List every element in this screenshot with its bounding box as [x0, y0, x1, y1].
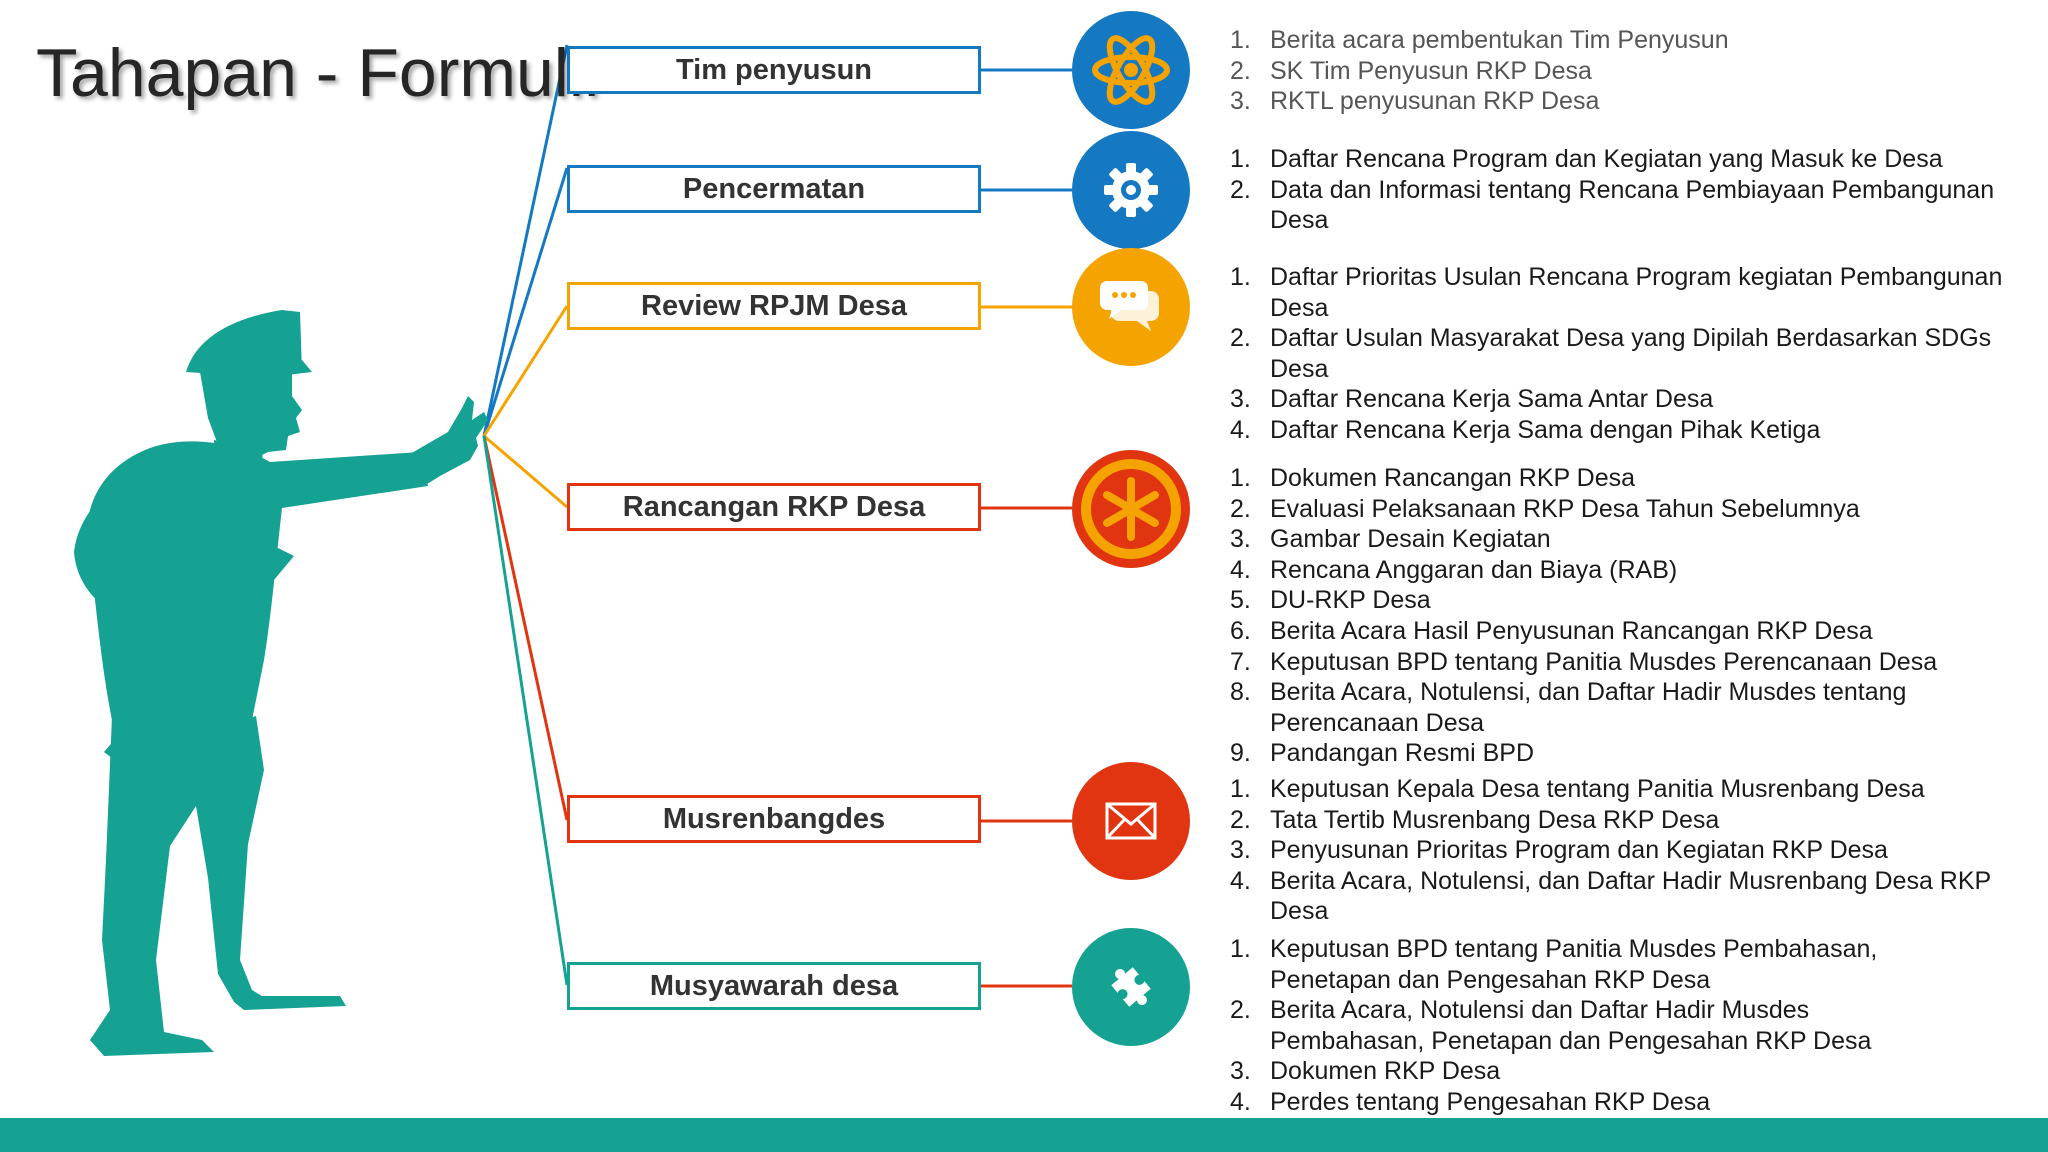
list-item: 2.Berita Acara, Notulensi dan Daftar Had… — [1230, 996, 1872, 1055]
connector-line-musyawarah — [482, 435, 569, 986]
stage-label: Pencermatan — [682, 172, 866, 205]
list-item: 3.Penyusunan Prioritas Program dan Kegia… — [1230, 836, 1888, 865]
stage-label: Rancangan RKP Desa — [622, 490, 926, 523]
list-item: 4.Rencana Anggaran dan Biaya (RAB) — [1230, 555, 1678, 584]
connector-line-tim-penyusun — [482, 44, 569, 437]
gear-icon — [1104, 163, 1158, 217]
connector-line-rancangan-rkp — [483, 434, 568, 509]
stage-label: Musyawarah desa — [649, 969, 899, 1002]
list-item: 2.Tata Tertib Musrenbang Desa RKP Desa — [1230, 805, 1720, 834]
chat-bubbles-icon — [1100, 281, 1159, 331]
stage-box-review-rpjm: Review RPJM Desa — [567, 282, 981, 330]
connector-line-review-rpjm — [482, 305, 569, 437]
stage-box-musyawarah-desa: Musyawarah desa — [567, 962, 981, 1010]
list-item: 2.SK Tim Penyusun RKP Desa — [1230, 56, 1592, 85]
stage-icon-circle-5 — [1072, 762, 1190, 880]
slide-title: Tahapan - Formulir — [36, 35, 607, 111]
stage-label: Tim penyusun — [675, 53, 873, 86]
list-item: 1.Daftar Rencana Program dan Kegiatan ya… — [1230, 145, 1943, 173]
bottom-accent-bar — [0, 1118, 2048, 1152]
list-item: 9.Pandangan Resmi BPD — [1230, 739, 1535, 768]
list-item: 3.Daftar Rencana Kerja Sama Antar Desa — [1230, 385, 1714, 414]
list-item: 6.Berita Acara Hasil Penyusunan Rancanga… — [1230, 616, 1873, 645]
stage-box-rancangan-rkp: Rancangan RKP Desa — [567, 483, 981, 531]
stage-items-musrenbangdes: 1.Keputusan Kepala Desa tentang Panitia … — [1230, 774, 2020, 927]
stage-icon-circle-3 — [1072, 248, 1190, 366]
stage-icon-circle-1 — [1072, 11, 1190, 129]
stage-items-pencermatan: 1.Daftar Rencana Program dan Kegiatan ya… — [1230, 144, 2020, 236]
stage-items-review-rpjm: 1.Daftar Prioritas Usulan Rencana Progra… — [1230, 262, 2020, 446]
list-item: 1.Berita acara pembentukan Tim Penyusun — [1230, 26, 1729, 54]
stage-items-musyawarah-desa: 1.Keputusan BPD tentang Panitia Musdes P… — [1230, 934, 1930, 1118]
stage-icon-circle-4 — [1072, 450, 1190, 568]
connector-line-pencermatan — [482, 167, 569, 437]
list-item: 8.Berita Acara, Notulensi, dan Daftar Ha… — [1230, 678, 1907, 737]
list-item: 5.DU-RKP Desa — [1230, 586, 1431, 615]
stage-items-rancangan-rkp: 1.Dokumen Rancangan RKP Desa 2.Evaluasi … — [1230, 463, 1960, 769]
list-item: 1.Daftar Prioritas Usulan Rencana Progra… — [1230, 263, 2003, 322]
stage-icon-circle-2 — [1072, 131, 1190, 249]
list-item: 4.Berita Acara, Notulensi, dan Daftar Ha… — [1230, 866, 1991, 926]
list-item: 1.Dokumen Rancangan RKP Desa — [1230, 464, 1636, 492]
stage-label: Review RPJM Desa — [641, 289, 907, 322]
list-item: 3.Dokumen RKP Desa — [1230, 1057, 1501, 1086]
list-item: 4.Perdes tentang Pengesahan RKP Desa — [1230, 1087, 1711, 1116]
connector-line-musrenbangdes — [482, 435, 569, 821]
stage-items-tim-penyusun: 1.Berita acara pembentukan Tim Penyusun … — [1230, 25, 1729, 117]
atom-icon — [1092, 35, 1170, 105]
list-item: 1.Keputusan BPD tentang Panitia Musdes P… — [1230, 935, 1878, 994]
asterisk-icon — [1081, 459, 1181, 559]
stage-icon-circle-6 — [1072, 928, 1190, 1046]
list-item: 2.Evaluasi Pelaksanaan RKP Desa Tahun Se… — [1230, 494, 1860, 523]
stage-box-musrenbangdes: Musrenbangdes — [567, 795, 981, 843]
list-item: 1.Keputusan Kepala Desa tentang Panitia … — [1230, 775, 1925, 803]
list-item: 3.RKTL penyusunan RKP Desa — [1230, 87, 1600, 116]
list-item: 2.Data dan Informasi tentang Rencana Pem… — [1230, 175, 1995, 235]
list-item: 2.Daftar Usulan Masyarakat Desa yang Dip… — [1230, 324, 1992, 383]
stage-box-tim-penyusun: Tim penyusun — [567, 46, 981, 94]
stage-box-pencermatan: Pencermatan — [567, 165, 981, 213]
list-item: 7.Keputusan BPD tentang Panitia Musdes P… — [1230, 647, 1938, 676]
envelope-icon — [1105, 802, 1157, 840]
list-item: 3.Gambar Desain Kegiatan — [1230, 525, 1551, 554]
stage-label: Musrenbangdes — [662, 802, 886, 835]
puzzle-icon — [1111, 967, 1151, 1007]
list-item: 4.Daftar Rencana Kerja Sama dengan Pihak… — [1230, 415, 1821, 444]
